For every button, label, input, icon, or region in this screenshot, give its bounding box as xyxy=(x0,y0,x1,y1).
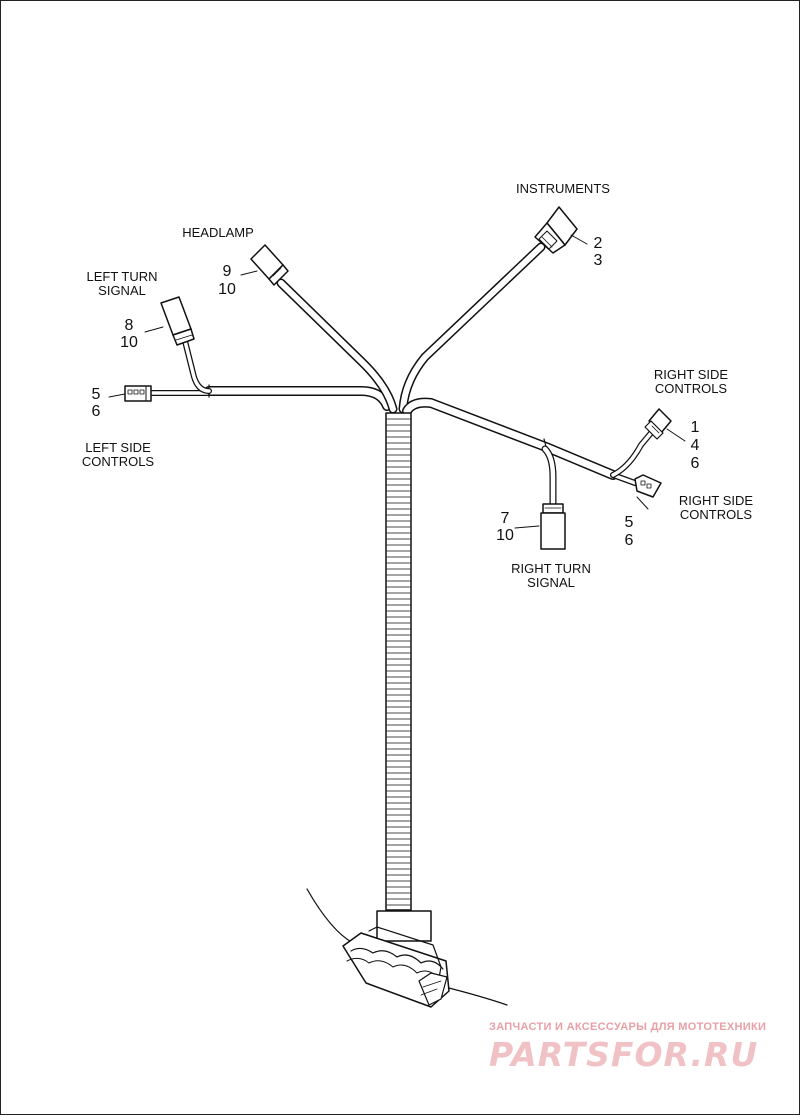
callout-right-side-top-c: 6 xyxy=(690,455,700,472)
wire-right-controls xyxy=(402,397,654,486)
callout-instruments-b: 3 xyxy=(593,252,603,269)
callout-right-side-top-b: 4 xyxy=(690,437,700,454)
label-headlamp: HEADLAMP xyxy=(182,225,254,240)
wire-instruments xyxy=(398,242,546,414)
harness-boot xyxy=(306,888,508,1008)
wire-right-turn-signal xyxy=(541,445,557,509)
wire-left-side-controls xyxy=(148,384,392,411)
label-right-side-low-line1: RIGHT SIDE xyxy=(678,493,754,508)
label-left-side-line1: LEFT SIDE xyxy=(85,440,151,455)
label-right-side-top-line1: RIGHT SIDE xyxy=(653,367,729,382)
callout-right-side-low-a: 5 xyxy=(624,514,634,531)
watermark-logo: PARTSFOR.RU xyxy=(489,1035,759,1074)
callout-headlamp-a: 9 xyxy=(222,263,232,280)
leader-lines xyxy=(108,234,686,529)
connector-instruments xyxy=(534,206,578,254)
callout-right-side-top-a: 1 xyxy=(690,419,700,436)
connector-left-turn-signal xyxy=(160,296,195,346)
callout-right-side-low-b: 6 xyxy=(624,532,634,549)
label-right-turn-line1: RIGHT TURN xyxy=(511,561,591,576)
callout-right-turn-a: 7 xyxy=(500,510,510,527)
label-instruments: INSTRUMENTS xyxy=(516,181,610,196)
connector-headlamp xyxy=(250,244,289,286)
callout-instruments-a: 2 xyxy=(593,235,603,252)
label-right-side-top-line2: CONTROLS xyxy=(654,381,728,396)
callout-left-turn-a: 8 xyxy=(124,317,134,334)
callout-left-side-a: 5 xyxy=(91,386,101,403)
main-trunk-conduit xyxy=(385,412,412,911)
callout-headlamp-b: 10 xyxy=(218,281,236,298)
connector-left-side-controls xyxy=(124,385,152,402)
wire-headlamp xyxy=(276,278,398,414)
label-left-side-line2: CONTROLS xyxy=(81,454,155,469)
label-right-turn-line2: SIGNAL xyxy=(527,575,575,590)
callout-left-turn-b: 10 xyxy=(120,334,138,351)
connector-right-side-controls-2 xyxy=(634,474,662,498)
label-left-turn-line2: SIGNAL xyxy=(98,283,146,298)
wire-left-turn-signal xyxy=(182,338,212,394)
callout-left-side-b: 6 xyxy=(91,403,101,420)
label-left-turn-line1: LEFT TURN xyxy=(86,269,158,284)
label-right-side-low-line2: CONTROLS xyxy=(679,507,753,522)
callout-right-turn-b: 10 xyxy=(496,527,514,544)
connector-right-side-controls-1 xyxy=(644,408,672,440)
connector-right-turn-signal xyxy=(540,503,566,550)
watermark-tagline: ЗАПЧАСТИ И АКСЕССУАРЫ ДЛЯ МОТОТЕХНИКИ xyxy=(489,1021,767,1033)
